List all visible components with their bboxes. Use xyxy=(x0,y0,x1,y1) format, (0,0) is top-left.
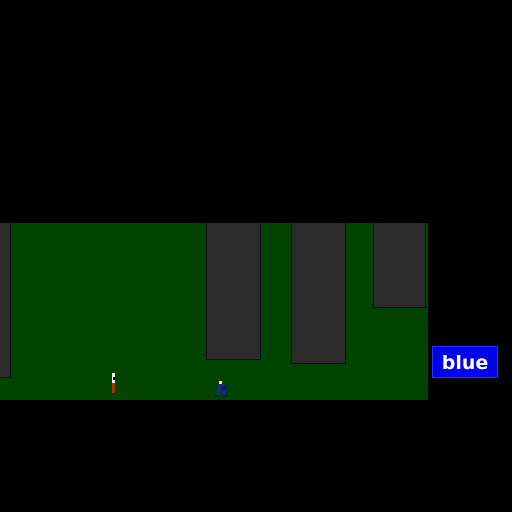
pillar-3 xyxy=(291,223,346,364)
playing-field xyxy=(0,223,428,400)
pillar-2 xyxy=(206,223,261,360)
pillar-1 xyxy=(0,223,11,378)
blue-agent-icon xyxy=(215,381,227,397)
team-indicator-badge: blue xyxy=(432,346,498,378)
pillar-4 xyxy=(373,223,426,308)
red-agent-icon xyxy=(112,373,115,399)
